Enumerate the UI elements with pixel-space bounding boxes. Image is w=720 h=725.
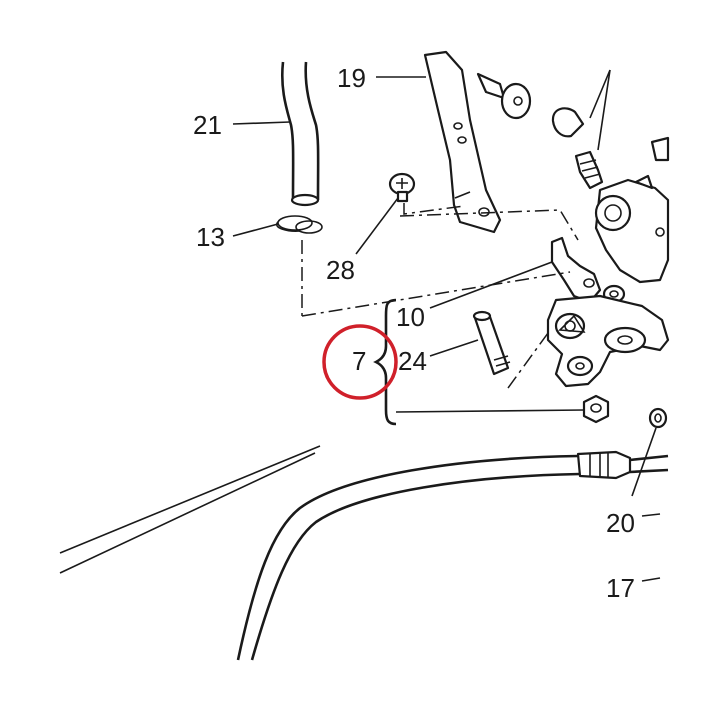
callout-28: 28 [326,255,355,285]
bleed-fitting-part [574,150,604,190]
callout-19: 19 [337,63,366,93]
bracket-part-19 [423,50,502,234]
assembly-lines [301,203,579,389]
hose-clip-part-13 [275,215,323,234]
pin-part-24 [472,310,511,376]
pin-bolt-part [476,72,532,120]
cap-part [551,107,585,138]
washer-part-20 [648,407,668,429]
callout-13: 13 [196,222,225,252]
callout-10: 10 [396,302,425,332]
pedal-lever-assembly [546,294,670,388]
cutaway-lines [59,445,321,574]
callout-21: 21 [193,110,222,140]
callout-20: 20 [606,508,635,538]
leader-lines [232,69,661,582]
highlight-circle [322,324,398,400]
hose-part-21 [281,61,320,207]
master-cylinder-body [594,136,670,284]
callout-17: 17 [606,573,635,603]
group-bracket [373,298,397,426]
cable-part-17 [236,450,669,661]
screw-part-28 [388,172,416,203]
nut-part [582,394,610,424]
callout-24: 24 [398,346,427,376]
callout-7: 7 [352,346,366,376]
